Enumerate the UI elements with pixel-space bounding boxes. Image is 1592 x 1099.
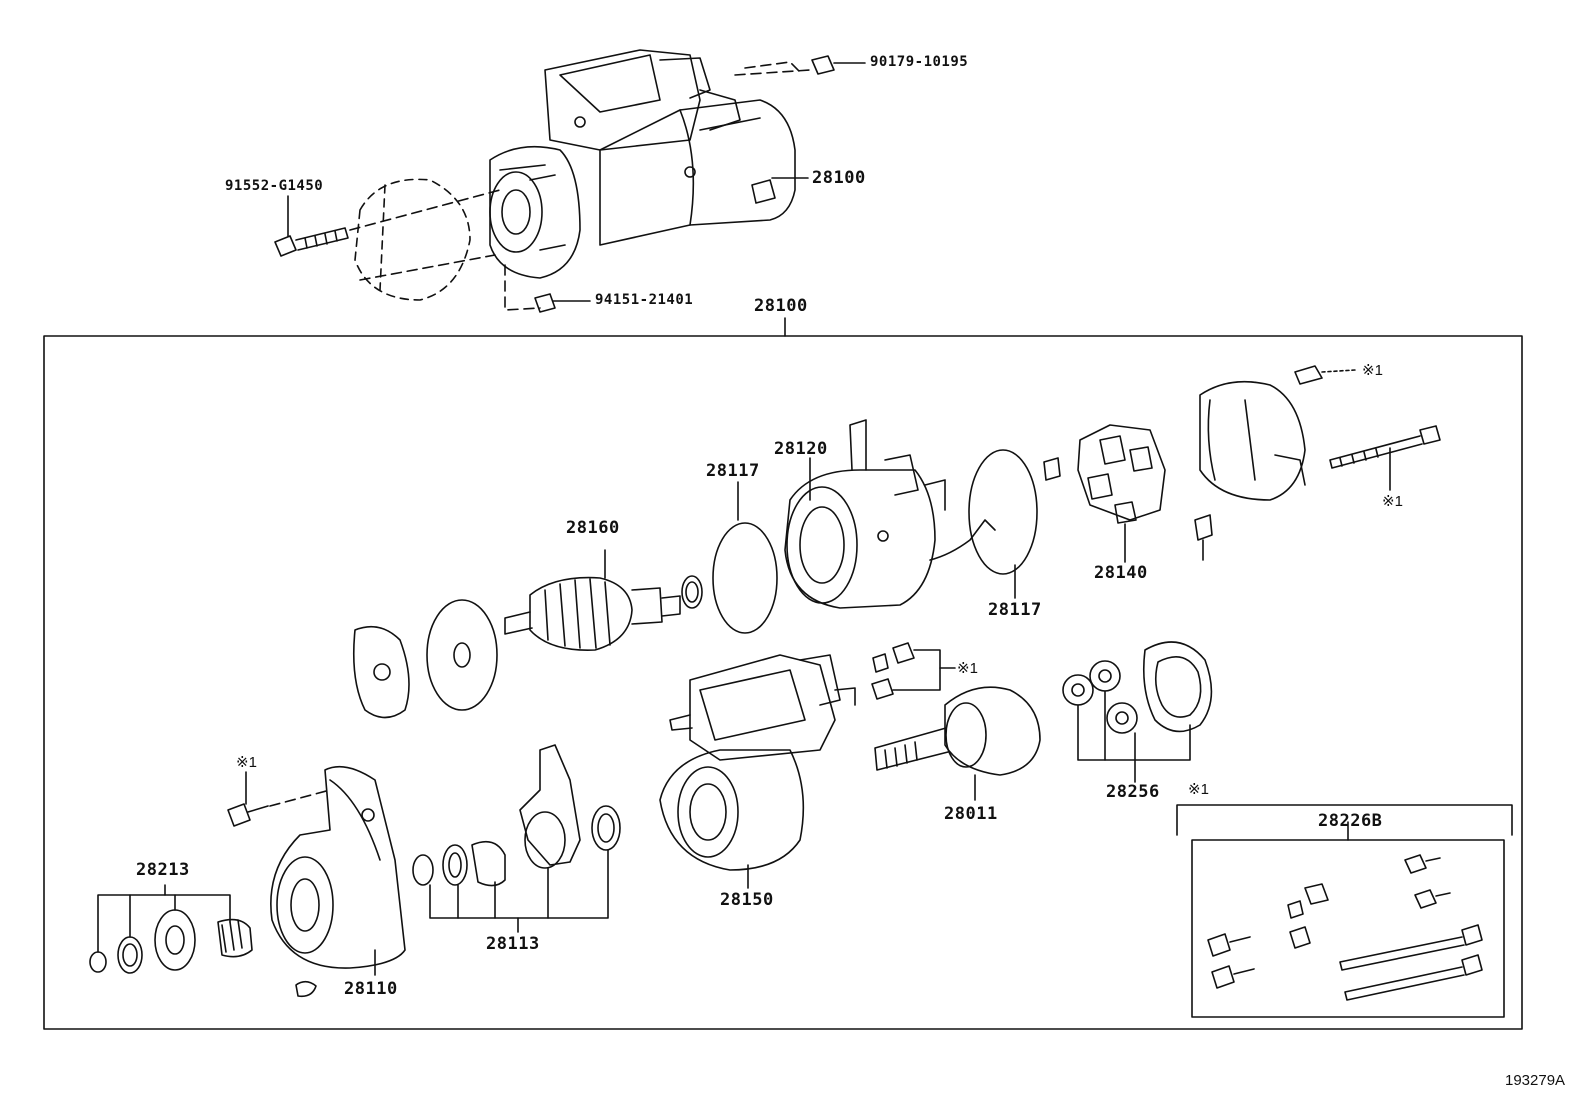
pinion-kit-drawing xyxy=(90,885,252,973)
label-bolt-kit: 28226B xyxy=(1318,811,1383,831)
figure-id: 193279A xyxy=(1505,1072,1566,1089)
label-bolt-top: 91552-G1450 xyxy=(225,178,324,194)
label-o-ring-rear: 28117 xyxy=(988,600,1042,620)
gasket-drawing xyxy=(427,600,497,710)
o-ring-front-drawing xyxy=(713,523,777,633)
note-drive-bolt: ※1 xyxy=(236,754,257,771)
dust-plate-drawing xyxy=(354,627,409,718)
label-brush-holder: 28140 xyxy=(1094,563,1148,583)
starter-clutch-drawing xyxy=(875,687,1040,800)
label-nut-lower: 94151-21401 xyxy=(595,292,694,308)
label-box-title: 28100 xyxy=(754,296,808,316)
label-pinion-kit: 28213 xyxy=(136,860,190,880)
drive-housing-drawing xyxy=(271,767,405,997)
armature-drawing xyxy=(505,550,680,650)
bolt-kit-box xyxy=(1192,840,1504,1017)
planetary-gears-drawing xyxy=(1063,642,1211,782)
housing-drawing xyxy=(660,655,855,888)
label-drive-housing: 28110 xyxy=(344,979,398,999)
lever-kit-drawing xyxy=(413,745,620,932)
label-nut-top: 90179-10195 xyxy=(870,54,969,70)
rear-cover-drawing xyxy=(1195,382,1305,560)
label-housing: 28150 xyxy=(720,890,774,910)
note-kit: ※1 xyxy=(1188,781,1209,798)
kit-outline-box xyxy=(44,336,1522,1029)
brush-holder-drawing xyxy=(1044,425,1165,562)
note-nuts: ※1 xyxy=(957,660,978,677)
note-through-bolt: ※1 xyxy=(1382,493,1403,510)
label-o-ring-front: 28117 xyxy=(706,461,760,481)
label-starter-assy: 28100 xyxy=(812,168,866,188)
label-armature: 28160 xyxy=(566,518,620,538)
yoke-drawing xyxy=(785,420,995,608)
note-screw-rear: ※1 xyxy=(1362,362,1383,379)
starter-assembly-drawing xyxy=(275,50,865,312)
label-yoke: 28120 xyxy=(774,439,828,459)
o-ring-rear-drawing xyxy=(969,450,1037,574)
label-lever-kit: 28113 xyxy=(486,934,540,954)
label-planetary-gears: 28256 xyxy=(1106,782,1160,802)
label-starter-clutch: 28011 xyxy=(944,804,998,824)
bolt-kit-drawing xyxy=(1208,855,1482,1000)
